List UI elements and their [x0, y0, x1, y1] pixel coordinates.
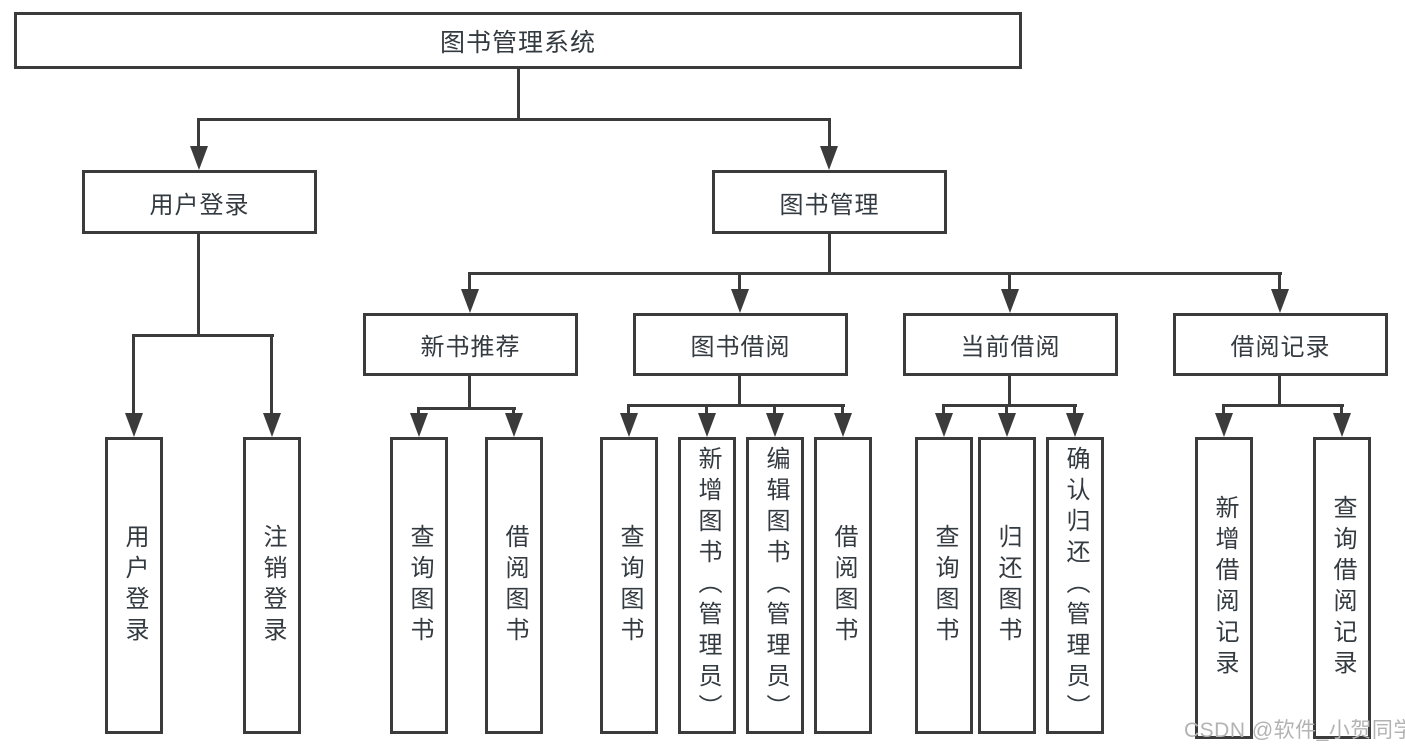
arrowhead-down-icon	[820, 146, 838, 170]
node-user-login-label: 用户登录	[149, 191, 250, 219]
arrowhead-down-icon	[505, 413, 523, 437]
leaf-confirm-return-admin-label: 确认归还（管理员）	[1062, 446, 1089, 725]
arrowhead-down-icon	[125, 413, 143, 437]
arrowhead-down-icon	[1066, 413, 1084, 437]
leaf-borrow-books-recommend-label: 借阅图书	[501, 523, 528, 648]
arrowhead-down-icon	[698, 413, 716, 437]
leaf-user-login: 用户登录	[105, 437, 163, 734]
connector-leaf-stem	[773, 406, 776, 414]
csdn-watermark: CSDN @软件_小贺同学	[1184, 719, 1405, 742]
connector-leaf-stem	[942, 406, 945, 414]
node-new-book-recommend-label: 新书推荐	[420, 334, 521, 361]
connector-leaf-stem	[1340, 406, 1343, 414]
node-user-login: 用户登录	[82, 170, 317, 234]
connector-recommend-down	[468, 376, 471, 409]
connector-current-down	[1008, 376, 1011, 406]
connector-user-login-down	[197, 234, 200, 336]
node-book-borrowing-label: 图书借阅	[690, 334, 791, 361]
arrowhead-down-icon	[731, 289, 749, 313]
node-book-management-label: 图书管理	[779, 191, 880, 219]
leaf-add-book-admin: 新增图书（管理员）	[678, 437, 736, 734]
leaf-query-books-recommend: 查询图书	[390, 437, 448, 734]
connector-records-down	[1278, 376, 1281, 406]
connector-borrowing-down	[738, 376, 741, 406]
arrowhead-down-icon	[1333, 413, 1351, 437]
leaf-edit-book-admin-label: 编辑图书（管理员）	[762, 446, 789, 725]
connector-book-mgmt-stem	[828, 120, 831, 148]
leaf-query-books-borrowing: 查询图书	[600, 437, 658, 734]
connector-level3-stem	[1008, 275, 1011, 291]
leaf-return-books-label: 归还图书	[994, 523, 1021, 648]
leaf-query-borrow-record-label: 查询借阅记录	[1329, 495, 1356, 681]
connector-level3-stem	[1278, 275, 1281, 291]
connector-leaf-stem	[1005, 406, 1008, 414]
leaf-add-borrow-record: 新增借阅记录	[1195, 437, 1253, 739]
leaf-borrow-books-borrowing-label: 借阅图书	[830, 523, 857, 648]
connector-level2-bar	[197, 118, 831, 121]
connector-leaf-stem	[270, 336, 273, 414]
connector-user-login-bar	[132, 334, 274, 337]
arrowhead-down-icon	[935, 413, 953, 437]
connector-leaf-stem	[512, 409, 515, 415]
node-current-borrowing-label: 当前借阅	[960, 334, 1061, 361]
connector-records-bar	[1222, 404, 1344, 407]
leaf-query-books-current: 查询图书	[915, 437, 973, 734]
connector-level3-bar	[468, 272, 1282, 275]
arrowhead-down-icon	[998, 413, 1016, 437]
connector-recommend-bar	[417, 407, 516, 410]
leaf-query-books-borrowing-label: 查询图书	[616, 523, 643, 648]
connector-level3-stem	[738, 275, 741, 291]
node-book-borrowing: 图书借阅	[633, 313, 848, 376]
leaf-borrow-books-borrowing: 借阅图书	[814, 437, 872, 734]
arrowhead-down-icon	[834, 413, 852, 437]
arrowhead-down-icon	[190, 146, 208, 170]
node-borrowing-records: 借阅记录	[1173, 313, 1388, 376]
leaf-confirm-return-admin: 确认归还（管理员）	[1046, 437, 1104, 734]
connector-leaf-stem	[841, 406, 844, 414]
arrowhead-down-icon	[1001, 289, 1019, 313]
node-root-label: 图书管理系统	[439, 28, 596, 57]
leaf-query-borrow-record: 查询借阅记录	[1313, 437, 1371, 739]
connector-leaf-stem	[417, 409, 420, 415]
leaf-edit-book-admin: 编辑图书（管理员）	[746, 437, 804, 734]
arrowhead-down-icon	[263, 413, 281, 437]
connector-leaf-stem	[1073, 406, 1076, 414]
connector-current-bar	[942, 404, 1077, 407]
node-borrowing-records-label: 借阅记录	[1230, 334, 1331, 361]
arrowhead-down-icon	[1215, 413, 1233, 437]
leaf-logout: 注销登录	[243, 437, 301, 734]
node-new-book-recommend: 新书推荐	[363, 313, 578, 376]
arrowhead-down-icon	[1271, 289, 1289, 313]
arrowhead-down-icon	[410, 413, 428, 437]
connector-borrowing-bar	[627, 404, 845, 407]
leaf-add-borrow-record-label: 新增借阅记录	[1211, 495, 1238, 681]
connector-leaf-stem	[132, 336, 135, 414]
connector-leaf-stem	[627, 406, 630, 414]
node-book-management: 图书管理	[712, 170, 947, 234]
leaf-user-login-label: 用户登录	[121, 523, 148, 648]
connector-root-stem	[517, 69, 520, 120]
arrowhead-down-icon	[620, 413, 638, 437]
connector-book-mgmt-down	[828, 234, 831, 274]
connector-user-login-stem	[197, 120, 200, 148]
leaf-query-books-current-label: 查询图书	[931, 523, 958, 648]
leaf-logout-label: 注销登录	[259, 523, 286, 648]
leaf-borrow-books-recommend: 借阅图书	[485, 437, 543, 734]
leaf-return-books: 归还图书	[978, 437, 1036, 734]
node-current-borrowing: 当前借阅	[903, 313, 1118, 376]
leaf-add-book-admin-label: 新增图书（管理员）	[694, 446, 721, 725]
connector-leaf-stem	[1222, 406, 1225, 414]
connector-leaf-stem	[705, 406, 708, 414]
leaf-query-books-recommend-label: 查询图书	[406, 523, 433, 648]
arrowhead-down-icon	[461, 289, 479, 313]
node-root-system: 图书管理系统	[14, 12, 1022, 69]
arrowhead-down-icon	[766, 413, 784, 437]
connector-level3-stem	[468, 275, 471, 291]
